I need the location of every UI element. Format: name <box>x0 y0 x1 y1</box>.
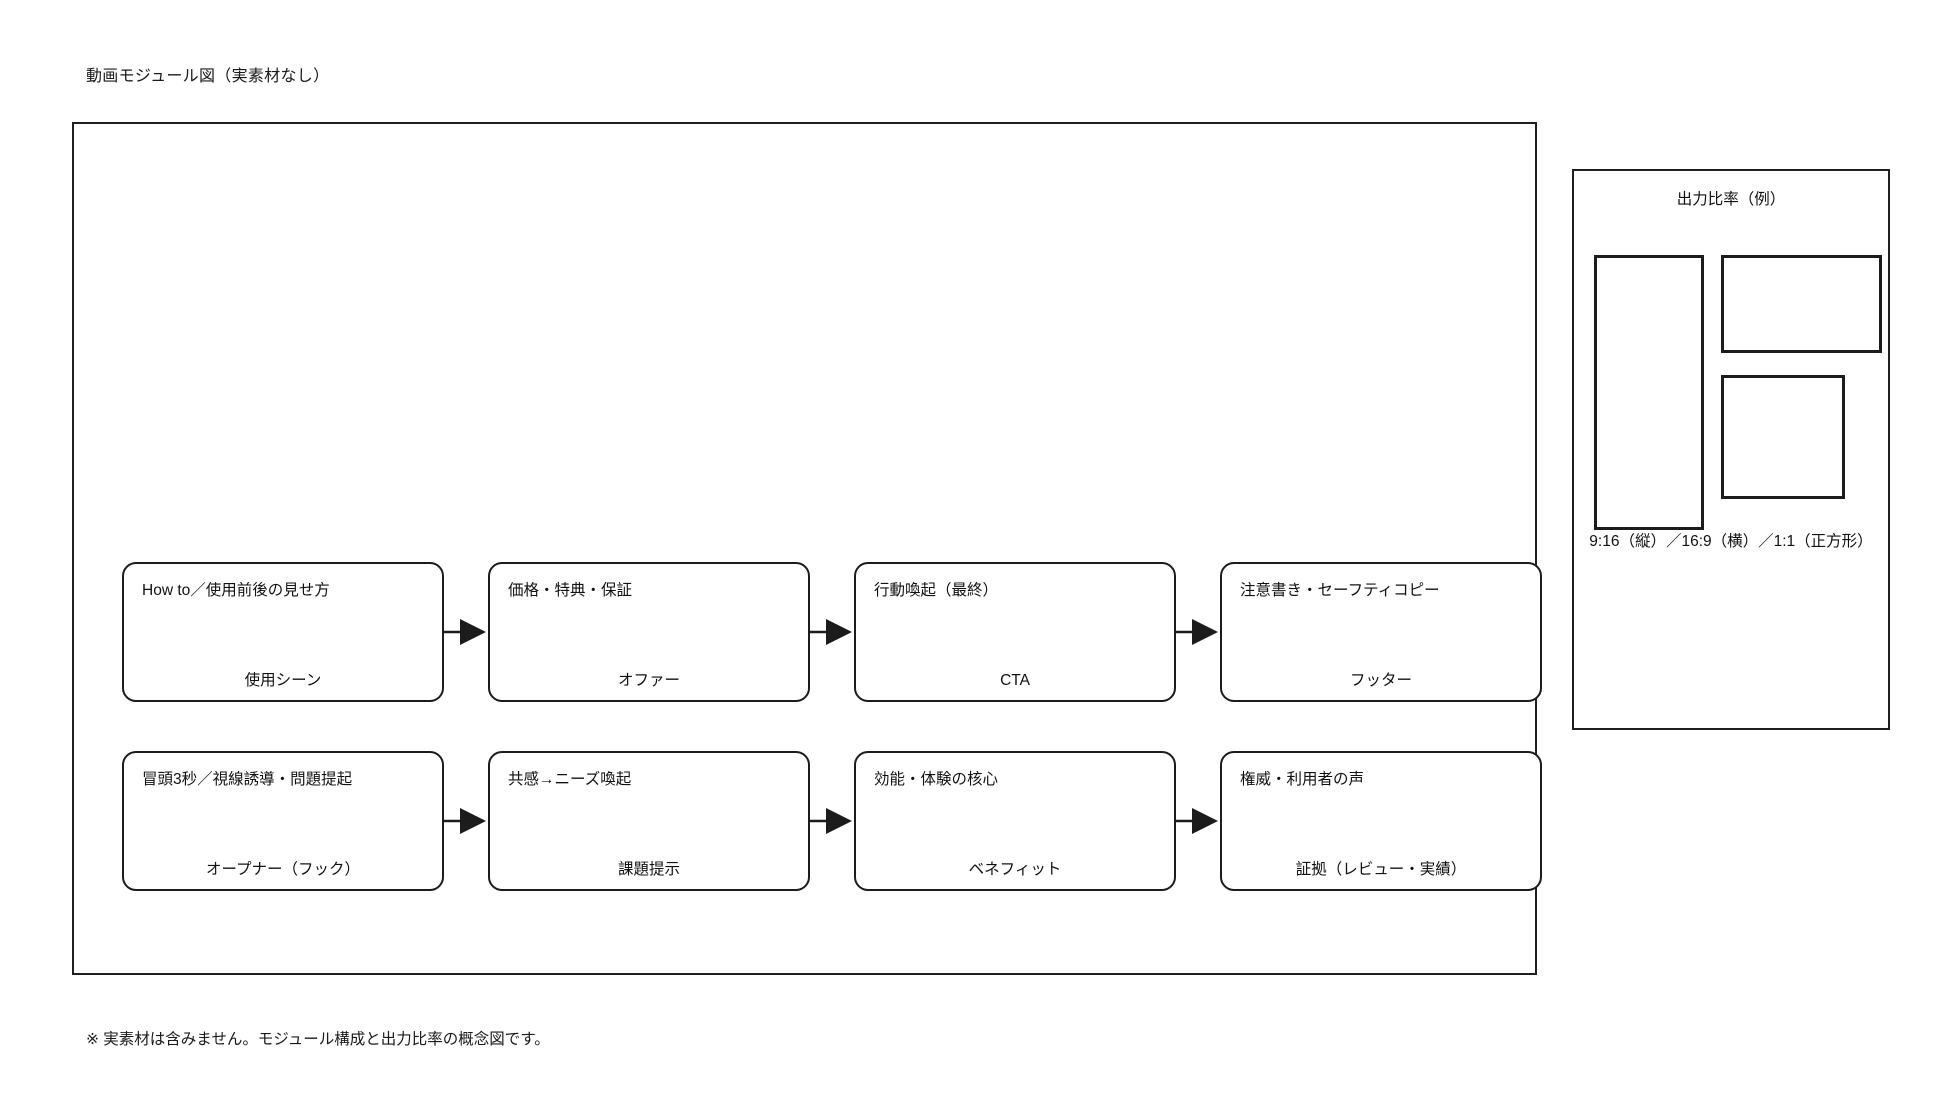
module-label: 課題提示 <box>617 861 680 878</box>
ratio-shapes-inner <box>1574 229 1888 530</box>
module-label: 使用シーン <box>244 672 322 689</box>
module-label: 証拠（レビュー・実績） <box>1295 861 1467 878</box>
module-row-bottom: 冒頭3秒／視線誘導・問題提起 オープナー（フック） 共感→ニーズ喚起 課題提示 … <box>74 751 1542 891</box>
module-box-benefit[interactable]: 効能・体験の核心 ベネフィット <box>854 751 1176 891</box>
module-box-proof[interactable]: 権威・利用者の声 証拠（レビュー・実績） <box>1220 751 1542 891</box>
arrow-right-icon <box>444 616 488 648</box>
module-box-cta[interactable]: 行動喚起（最終） CTA <box>854 562 1176 702</box>
module-box-opener[interactable]: 冒頭3秒／視線誘導・問題提起 オープナー（フック） <box>122 751 444 891</box>
module-description: 行動喚起（最終） <box>874 582 999 599</box>
module-label: オファー <box>617 672 680 689</box>
ratio-shape-square-1-1 <box>1721 375 1845 499</box>
module-label: ベネフィット <box>968 861 1062 878</box>
arrow-right-icon <box>444 805 488 837</box>
module-box-usage-scene[interactable]: How to／使用前後の見せ方 使用シーン <box>122 562 444 702</box>
ratio-panel-title: 出力比率（例） <box>1676 191 1786 208</box>
arrow-right-icon <box>810 616 854 648</box>
page-title: 動画モジュール図（実素材なし） <box>86 68 330 85</box>
module-row-top: How to／使用前後の見せ方 使用シーン 価格・特典・保証 オファー 行動喚起… <box>74 562 1542 702</box>
ratio-shape-portrait-9-16 <box>1594 255 1704 530</box>
module-description: 共感→ニーズ喚起 <box>508 771 632 788</box>
ratio-shape-landscape-16-9 <box>1721 255 1882 353</box>
module-description: 冒頭3秒／視線誘導・問題提起 <box>142 771 353 788</box>
module-box-footer[interactable]: 注意書き・セーフティコピー フッター <box>1220 562 1542 702</box>
module-box-offer[interactable]: 価格・特典・保証 オファー <box>488 562 810 702</box>
arrow-right-icon <box>1176 805 1220 837</box>
arrow-right-icon <box>1176 616 1220 648</box>
module-box-problem[interactable]: 共感→ニーズ喚起 課題提示 <box>488 751 810 891</box>
output-ratio-panel: 出力比率（例） 9:16（縦）／16:9（横）／1:1（正方形） <box>1572 169 1890 730</box>
module-description: How to／使用前後の見せ方 <box>142 582 330 599</box>
footnote: ※ 実素材は含みません。モジュール構成と出力比率の概念図です。 <box>86 1031 550 1048</box>
module-description: 効能・体験の核心 <box>874 771 999 788</box>
ratio-caption: 9:16（縦）／16:9（横）／1:1（正方形） <box>1589 533 1873 550</box>
arrow-right-icon <box>810 805 854 837</box>
module-description: 価格・特典・保証 <box>508 582 633 599</box>
module-label: CTA <box>1000 672 1030 689</box>
ratio-shapes-group <box>1574 171 1888 728</box>
module-description: 権威・利用者の声 <box>1240 771 1365 788</box>
diagram-frame: How to／使用前後の見せ方 使用シーン 価格・特典・保証 オファー 行動喚起… <box>72 122 1542 975</box>
module-description: 注意書き・セーフティコピー <box>1240 582 1440 599</box>
module-label: フッター <box>1349 672 1412 689</box>
module-label: オープナー（フック） <box>205 861 361 878</box>
